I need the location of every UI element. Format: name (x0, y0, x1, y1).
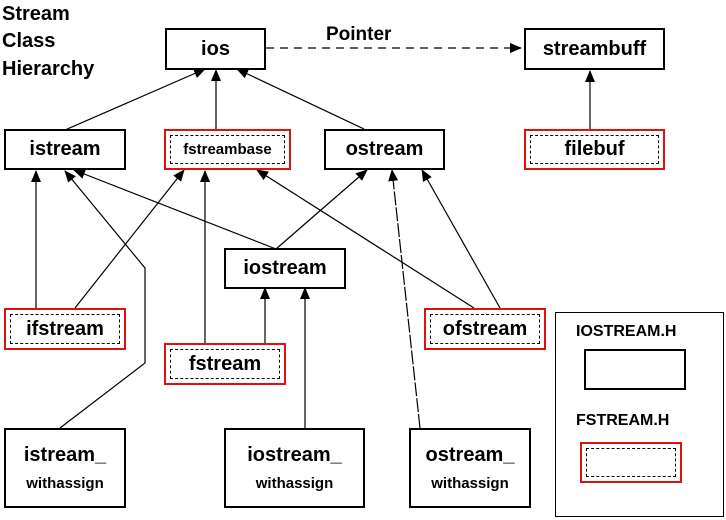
class-fstreambase[interactable]: fstreambase (164, 129, 291, 170)
legend-iostream-h-label: IOSTREAM.H (576, 323, 677, 340)
class-fstream[interactable]: fstream (164, 343, 286, 385)
class-ostream-withassign[interactable]: ostream_ withassign (409, 428, 531, 508)
pointer-label: Pointer (326, 24, 392, 45)
dashed-frame: filebuf (530, 135, 659, 164)
legend-fstream-h-swatch (580, 442, 682, 483)
edge-ifstream-fstreambase (74, 169, 185, 309)
legend-fstream-h-label: FSTREAM.H (576, 412, 670, 429)
class-label-line2: withassign (255, 475, 334, 492)
class-label: istream (29, 138, 101, 160)
class-ios[interactable]: ios (165, 28, 266, 70)
class-label: fstreambase (183, 141, 272, 158)
class-label-line1: ostream_ (425, 444, 515, 466)
title-line-1: Stream (2, 3, 70, 25)
dashed-frame: fstream (170, 349, 280, 379)
class-label: streambuff (542, 37, 647, 60)
edge-istreamwa-istream (59, 170, 146, 429)
class-label: ifstream (26, 317, 104, 340)
class-iostream[interactable]: iostream (224, 248, 346, 289)
class-label-line1: istream_ (23, 444, 107, 466)
dashed-frame (586, 448, 676, 477)
title-line-2: Class (2, 30, 56, 52)
class-ofstream[interactable]: ofstream (424, 308, 546, 350)
legend-iostream-h-swatch (584, 349, 686, 390)
class-label: fstream (188, 352, 262, 375)
class-ifstream[interactable]: ifstream (4, 308, 126, 350)
class-label-line2: withassign (26, 475, 104, 492)
class-istream[interactable]: istream (4, 129, 126, 170)
class-ostream[interactable]: ostream (324, 129, 445, 170)
class-label: ios (201, 37, 230, 60)
class-label: ostream (345, 138, 424, 160)
class-label: iostream (243, 257, 327, 279)
class-label-line2: withassign (431, 475, 509, 492)
dashed-frame: ofstream (430, 314, 540, 344)
class-iostream-withassign[interactable]: iostream_ withassign (224, 428, 365, 508)
edge-iostream-ostream (275, 169, 368, 250)
title-line-3: Hierarchy (2, 58, 95, 80)
class-filebuf[interactable]: filebuf (524, 129, 665, 170)
edge-ofstream-fstreambase (256, 169, 475, 309)
class-streambuff[interactable]: streambuff (524, 28, 665, 70)
edge-iostream-istream (73, 169, 277, 250)
dashed-frame: ifstream (10, 314, 120, 344)
class-label: filebuf (564, 138, 625, 160)
edge-ostream-ios (236, 68, 365, 130)
legend: IOSTREAM.H FSTREAM.H (555, 312, 724, 517)
edge-ostreamwa-ostream (388, 169, 421, 429)
edge-istream-ios (64, 68, 206, 131)
class-istream-withassign[interactable]: istream_ withassign (4, 428, 126, 508)
class-label-line1: iostream_ (247, 444, 342, 466)
class-label: ofstream (442, 317, 528, 340)
edge-ofstream-ostream (421, 169, 501, 309)
dashed-frame: fstreambase (170, 135, 285, 164)
